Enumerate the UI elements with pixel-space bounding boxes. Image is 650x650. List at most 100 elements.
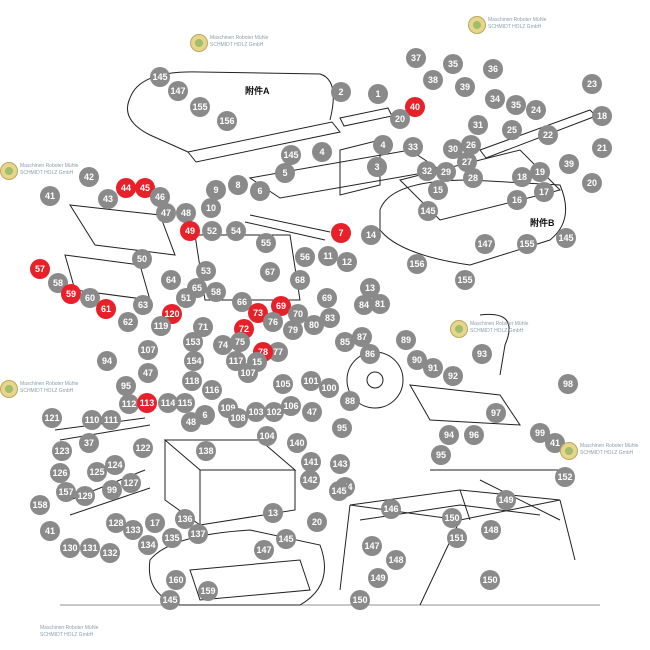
part-callout: 96 xyxy=(464,425,484,445)
part-callout: 125 xyxy=(87,462,107,482)
seal-icon xyxy=(450,320,468,338)
part-callout: 17 xyxy=(534,182,554,202)
part-callout: 4 xyxy=(312,142,332,162)
part-callout: 145 xyxy=(150,67,170,87)
part-callout: 81 xyxy=(370,294,390,314)
part-callout: 47 xyxy=(138,363,158,383)
part-callout: 84 xyxy=(354,295,374,315)
part-callout: 7 xyxy=(331,223,351,243)
part-callout: 90 xyxy=(407,350,427,370)
part-callout: 69 xyxy=(271,296,291,316)
part-callout: 132 xyxy=(100,543,120,563)
part-callout: 107 xyxy=(138,340,158,360)
part-callout: 33 xyxy=(403,137,423,157)
part-callout: 102 xyxy=(264,402,284,422)
part-callout: 55 xyxy=(256,233,276,253)
part-callout: 77 xyxy=(268,342,288,362)
part-callout: 101 xyxy=(301,371,321,391)
part-callout: 50 xyxy=(132,249,152,269)
part-callout: 110 xyxy=(82,410,102,430)
part-callout: 25 xyxy=(502,120,522,140)
part-callout: 41 xyxy=(40,186,60,206)
part-callout: 103 xyxy=(246,402,266,422)
part-callout: 62 xyxy=(118,312,138,332)
part-callout: 19 xyxy=(530,162,550,182)
accessory-bottom xyxy=(148,529,325,606)
title-accessory-a: 附件A xyxy=(245,86,270,96)
part-callout: 145 xyxy=(276,529,296,549)
part-callout: 61 xyxy=(96,299,116,319)
seal-icon xyxy=(0,162,18,180)
part-callout: 104 xyxy=(257,426,277,446)
part-callout: 18 xyxy=(592,106,612,126)
rail-2 xyxy=(339,107,393,127)
part-callout: 106 xyxy=(281,396,301,416)
part-callout: 36 xyxy=(483,59,503,79)
part-callout: 26 xyxy=(461,135,481,155)
part-callout: 48 xyxy=(176,203,196,223)
part-callout: 39 xyxy=(559,154,579,174)
part-callout: 145 xyxy=(329,481,349,501)
part-callout: 79 xyxy=(283,320,303,340)
part-callout: 53 xyxy=(196,261,216,281)
part-callout: 128 xyxy=(106,513,126,533)
part-callout: 85 xyxy=(335,332,355,352)
part-callout: 147 xyxy=(475,234,495,254)
part-callout: 70 xyxy=(288,304,308,324)
part-callout: 159 xyxy=(198,581,218,601)
part-callout: 20 xyxy=(390,109,410,129)
part-callout: 20 xyxy=(307,512,327,532)
part-callout: 130 xyxy=(60,538,80,558)
part-callout: 99 xyxy=(102,480,122,500)
part-callout: 145 xyxy=(556,228,576,248)
part-callout: 43 xyxy=(98,189,118,209)
part-callout: 32 xyxy=(417,161,437,181)
part-callout: 5 xyxy=(275,163,295,183)
part-callout: 69 xyxy=(317,288,337,308)
part-callout: 39 xyxy=(455,77,475,97)
part-callout: 80 xyxy=(304,315,324,335)
part-callout: 83 xyxy=(320,308,340,328)
seal-icon xyxy=(0,380,18,398)
part-callout: 150 xyxy=(480,570,500,590)
part-callout: 46 xyxy=(150,187,170,207)
part-callout: 95 xyxy=(431,445,451,465)
part-callout: 6 xyxy=(250,181,270,201)
part-callout: 123 xyxy=(52,441,72,461)
part-callout: 31 xyxy=(468,115,488,135)
part-callout: 11 xyxy=(318,246,338,266)
part-callout: 56 xyxy=(295,247,315,267)
part-callout: 13 xyxy=(360,278,380,298)
part-callout: 42 xyxy=(79,167,99,187)
part-callout: 127 xyxy=(121,473,141,493)
part-callout: 8 xyxy=(228,175,248,195)
dust-hose xyxy=(479,313,510,376)
part-callout: 140 xyxy=(287,433,307,453)
part-callout: 59 xyxy=(61,284,81,304)
motor xyxy=(69,204,176,256)
part-callout: 153 xyxy=(183,332,203,352)
part-callout: 156 xyxy=(407,254,427,274)
part-callout: 16 xyxy=(507,190,527,210)
part-callout: 131 xyxy=(80,538,100,558)
part-callout: 115 xyxy=(175,393,195,413)
seal-icon xyxy=(190,34,208,52)
part-callout: 157 xyxy=(56,482,76,502)
part-callout: 38 xyxy=(423,70,443,90)
part-callout: 145 xyxy=(160,590,180,610)
part-callout: 145 xyxy=(418,201,438,221)
part-callout: 1 xyxy=(368,84,388,104)
part-callout: 154 xyxy=(184,351,204,371)
part-callout: 105 xyxy=(273,374,293,394)
part-callout: 137 xyxy=(188,524,208,544)
part-callout: 9 xyxy=(206,180,226,200)
part-callout: 160 xyxy=(166,570,186,590)
part-callout: 41 xyxy=(40,521,60,541)
part-callout: 155 xyxy=(517,234,537,254)
part-callout: 146 xyxy=(381,499,401,519)
part-callout: 133 xyxy=(123,520,143,540)
part-callout: 35 xyxy=(443,54,463,74)
